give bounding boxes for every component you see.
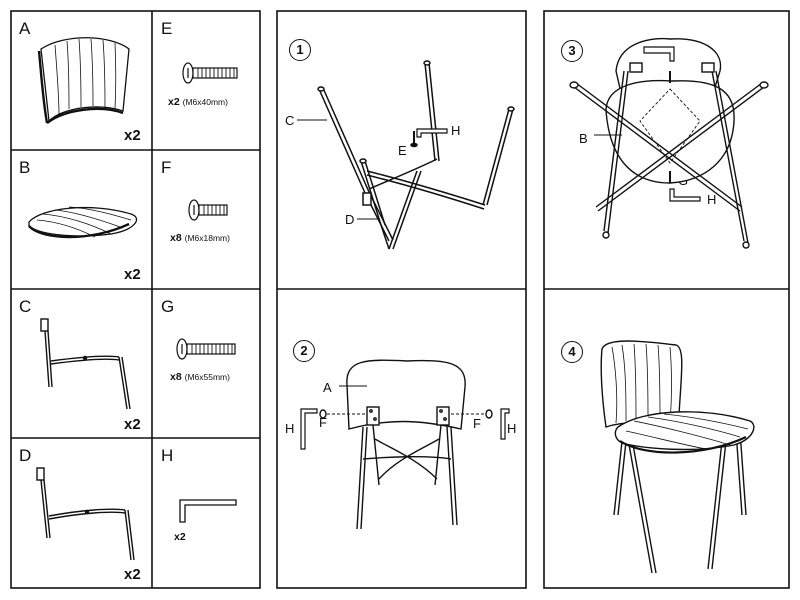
frame-d-illustration — [36, 467, 135, 561]
hardware-letter: F — [161, 158, 172, 177]
seat-illustration — [28, 206, 137, 239]
hardware-letter: H — [161, 446, 174, 465]
step-1-panel: 1 C D E H — [277, 11, 526, 289]
hardware-spec: x8 (M6x18mm) — [170, 232, 230, 244]
callout-h-bottom: H — [707, 192, 717, 207]
hardware-quantity: x8 — [170, 371, 182, 383]
part-quantity: x2 — [124, 566, 141, 583]
step-3-panel: 3 H G B G H — [544, 11, 789, 289]
hardware-size: (M6x55mm) — [184, 372, 230, 382]
hardware-quantity: x8 — [170, 232, 182, 244]
hardware-size: (M6x18mm) — [184, 233, 230, 243]
step-number: 3 — [561, 40, 583, 62]
hardware-letter: E — [161, 19, 173, 38]
part-letter: D — [19, 446, 32, 465]
callout-f-right: F — [473, 416, 481, 431]
callout-f-left: F — [319, 415, 327, 430]
step-2-illustration — [300, 359, 510, 530]
part-letter: A — [19, 19, 31, 38]
step-1-illustration — [297, 60, 515, 250]
callout-c: C — [285, 113, 295, 128]
part-quantity: x2 — [124, 416, 141, 433]
part-letter: C — [19, 297, 32, 316]
part-letter: B — [19, 158, 31, 177]
part-a-cell: A x2 — [11, 11, 152, 150]
bolt-f-icon — [188, 199, 228, 221]
hardware-size: (M6x40mm) — [182, 97, 228, 107]
hardware-f-cell: F x8 (M6x18mm) — [152, 150, 260, 289]
allen-key-icon — [179, 499, 237, 523]
part-d-cell: D x2 — [11, 438, 152, 588]
part-quantity: x2 — [124, 266, 141, 283]
part-c-cell: C x2 — [11, 289, 152, 438]
step-number: 2 — [293, 340, 315, 362]
part-b-cell: B x2 — [11, 150, 152, 289]
callout-h-left: H — [285, 421, 295, 436]
assembled-chair-illustration — [600, 340, 755, 574]
hardware-spec: x8 (M6x55mm) — [170, 371, 230, 383]
callout-a: A — [323, 380, 332, 395]
callout-e: E — [398, 143, 407, 158]
part-quantity: x2 — [124, 127, 141, 144]
callout-h: H — [451, 123, 461, 138]
callout-h-right: H — [507, 421, 517, 436]
hardware-letter: G — [161, 297, 175, 316]
callout-b: B — [579, 131, 588, 146]
backrest-illustration — [37, 37, 130, 124]
hardware-g-cell: G x8 (M6x55mm) — [152, 289, 260, 438]
frame-c-illustration — [40, 318, 131, 410]
step-3-illustration — [569, 37, 769, 249]
hardware-quantity: x2 — [168, 96, 180, 108]
callout-d: D — [345, 212, 355, 227]
step-number: 4 — [561, 341, 583, 363]
bolt-g-icon — [176, 338, 236, 360]
hardware-spec: x2 (M6x40mm) — [168, 96, 228, 108]
hardware-spec: x2 — [174, 531, 186, 543]
step-number: 1 — [289, 39, 311, 61]
hardware-h-cell: H x2 — [152, 438, 260, 588]
step-2-panel: 2 A H F F H — [277, 289, 526, 588]
step-4-panel: 4 — [544, 289, 789, 588]
hardware-quantity: x2 — [174, 531, 186, 543]
bolt-e-icon — [182, 62, 238, 84]
hardware-e-cell: E x2 (M6x40mm) — [152, 11, 260, 150]
